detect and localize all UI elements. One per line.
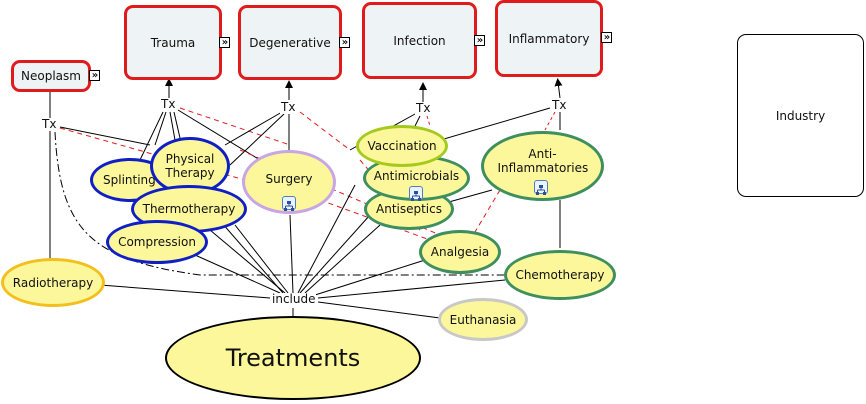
category-neoplasm[interactable]: Neoplasm [11,60,91,92]
node-label: Radiotherapy [12,275,94,290]
category-degenerative[interactable]: Degenerative [238,5,342,80]
node-label: Euthanasia [449,312,517,327]
category-inflammatory[interactable]: Inflammatory [495,0,603,77]
hierarchy-submap-icon[interactable] [409,186,423,201]
link-label-tx: Tx [160,97,177,111]
hierarchy-submap-icon[interactable] [534,180,548,195]
link-tx-inflammatory [554,78,563,99]
link-label-include: include [271,292,317,306]
node-treatments-root[interactable]: Treatments [165,316,421,400]
root-label: Treatments [225,344,361,372]
category-label: Infection [393,33,446,48]
category-trauma[interactable]: Trauma [124,5,222,80]
double-chevron-right-icon[interactable]: » [339,37,350,48]
category-infection[interactable]: Infection [362,2,477,79]
node-label: Vaccination [367,139,437,153]
node-label: Splinting [103,173,156,187]
node-label: Compression [118,235,196,249]
node-label: Analgesia [430,245,490,259]
link-label-tx: Tx [415,101,432,115]
node-chemotherapy[interactable]: Chemotherapy [504,250,616,300]
node-label: Antiseptics [376,202,442,216]
hierarchy-submap-icon[interactable] [282,196,296,211]
node-label: Physical Therapy [165,152,215,180]
category-label: Trauma [150,35,196,50]
link-label-tx: Tx [280,100,297,114]
category-label: Neoplasm [21,69,81,83]
node-analgesia[interactable]: Analgesia [419,230,501,274]
node-label: Thermotherapy [142,202,236,216]
category-label: Inflammatory [508,31,590,46]
link-label-tx: Tx [551,98,568,112]
category-label: Degenerative [249,35,331,50]
node-label: Chemotherapy [515,268,605,282]
node-label: Anti-Inflammatories [497,147,589,175]
double-chevron-right-icon[interactable]: » [89,70,100,81]
node-compression[interactable]: Compression [106,220,208,264]
node-vaccination[interactable]: Vaccination [356,125,448,167]
double-chevron-right-icon[interactable]: » [219,37,230,48]
node-label: Antimicrobials [373,169,460,183]
industry-label: Industry [775,108,826,123]
double-chevron-right-icon[interactable]: » [474,35,485,46]
node-euthanasia[interactable]: Euthanasia [438,298,528,341]
node-radiotherapy[interactable]: Radiotherapy [1,258,105,307]
node-label: Surgery [265,172,313,186]
link-label-tx: Tx [41,117,58,131]
double-chevron-right-icon[interactable]: » [601,32,612,43]
node-industry[interactable]: Industry [737,34,864,197]
